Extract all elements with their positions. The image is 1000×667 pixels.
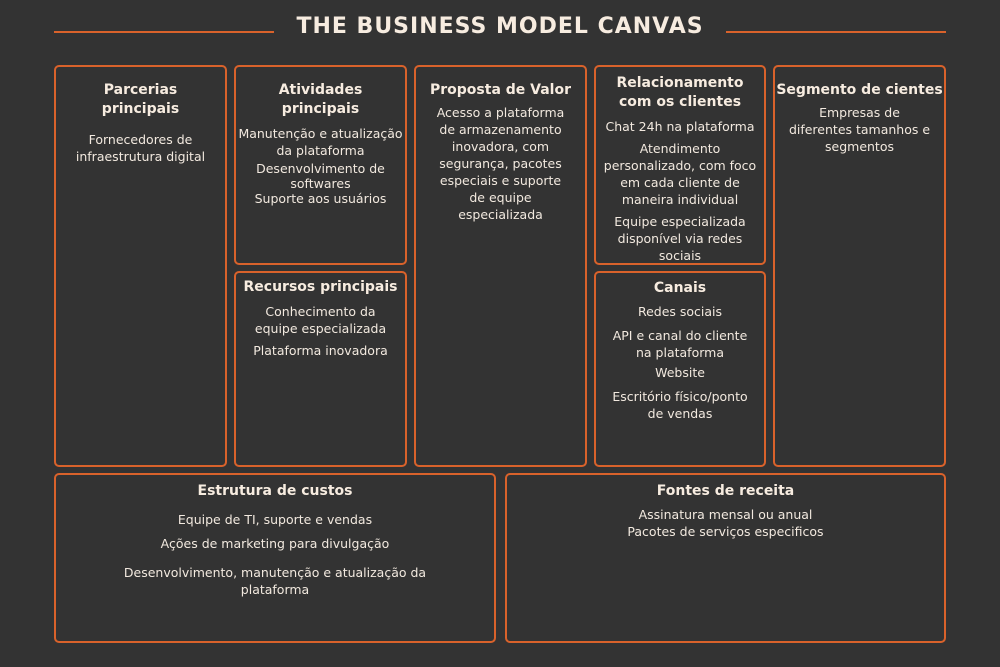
block-segmento-clientes: Segmento de cientes Empresas de diferent… — [773, 65, 946, 467]
block-heading: Estrutura de custos — [197, 483, 353, 499]
block-heading: Canais — [653, 280, 707, 296]
block-relacionamento-clientes: Relacionamento com os clientes Chat 24h … — [594, 65, 766, 265]
block-text: Redes sociais — [637, 304, 723, 319]
block-text: API e canal do cliente na plataforma — [612, 328, 748, 360]
title-rule-left — [54, 31, 274, 33]
block-text: Equipe especializada disponível via rede… — [614, 214, 746, 263]
block-text: Ações de marketing para divulgação — [160, 536, 390, 551]
block-atividades-principais: Atividades principais Manutenção e atual… — [234, 65, 407, 265]
block-text: Website — [655, 365, 705, 380]
block-parcerias-principais: Parcerias principais Fornecedores de inf… — [54, 65, 227, 467]
block-heading: Parcerias principais — [101, 82, 180, 117]
block-estrutura-custos: Estrutura de custos Equipe de TI, suport… — [54, 473, 496, 643]
block-text: Plataforma inovadora — [253, 343, 388, 358]
block-text: Desenvolvimento de softwares Suporte aos… — [254, 161, 387, 206]
block-text: Chat 24h na plataforma — [605, 119, 755, 134]
block-proposta-de-valor: Proposta de Valor Acesso a plataforma de… — [414, 65, 587, 467]
block-heading: Proposta de Valor — [430, 82, 571, 98]
block-fontes-receita: Fontes de receita Assinatura mensal ou a… — [505, 473, 946, 643]
block-text: Acesso a plataforma de armazenamento ino… — [436, 105, 565, 222]
block-text: Empresas de diferentes tamanhos e segmen… — [788, 105, 931, 154]
block-heading: Segmento de cientes — [776, 82, 943, 98]
block-text: Fornecedores de infraestrutura digital — [75, 132, 206, 164]
block-text: Atendimento personalizado, com foco em c… — [603, 141, 757, 207]
block-heading: Atividades principais — [278, 82, 363, 117]
block-text: Escritório físico/ponto de vendas — [612, 389, 748, 421]
block-heading: Relacionamento com os clientes — [616, 75, 744, 110]
block-text: Conhecimento da equipe especializada — [254, 304, 387, 336]
block-text: Equipe de TI, suporte e vendas — [177, 512, 373, 527]
block-canais: Canais Redes sociais API e canal do clie… — [594, 271, 766, 467]
canvas-title: THE BUSINESS MODEL CANVAS — [296, 14, 704, 39]
block-heading: Recursos principais — [243, 279, 398, 295]
block-heading: Fontes de receita — [656, 483, 795, 499]
block-text: Assinatura mensal ou anual Pacotes de se… — [627, 507, 824, 539]
block-recursos-principais: Recursos principais Conhecimento da equi… — [234, 271, 407, 467]
title-rule-right — [726, 31, 946, 33]
block-text: Desenvolvimento, manutenção e atualizaçã… — [123, 565, 427, 597]
block-text: Manutenção e atualização da plataforma — [238, 126, 403, 158]
